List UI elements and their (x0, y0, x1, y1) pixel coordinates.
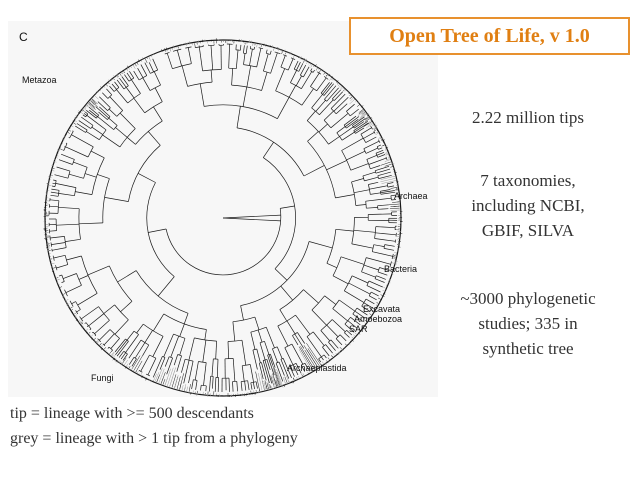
clade-label-archaea: Archaea (394, 191, 428, 201)
clade-label-metazoa: Metazoa (22, 75, 57, 85)
stat-taxonomies-line-2: including NCBI, (471, 196, 585, 215)
stat-tips: 2.22 million tips (423, 105, 633, 130)
legend-tip: tip = lineage with >= 500 descendants (10, 405, 254, 422)
clade-label-archaeplastida: Archaeplastida (287, 363, 347, 373)
clade-label-sar: SAR (349, 324, 368, 334)
clade-label-excavata: Excavata (363, 304, 401, 314)
slide-title: Open Tree of Life, v 1.0 (389, 24, 590, 47)
stat-studies-line-1: ~3000 phylogenetic (460, 289, 596, 308)
stat-taxonomies: 7 taxonomies, including NCBI, GBIF, SILV… (423, 168, 633, 243)
title-box: Open Tree of Life, v 1.0 (349, 17, 630, 55)
tree-svg (43, 38, 403, 397)
stat-tips-text: 2.22 million tips (472, 108, 584, 127)
panel-letter: C (19, 30, 28, 44)
stat-taxonomies-line-3: GBIF, SILVA (481, 221, 575, 240)
clade-label-amoebozoa: Amoebozoa (354, 314, 403, 324)
clade-label-fungi: Fungi (91, 373, 114, 383)
legend-grey: grey = lineage with > 1 tip from a phylo… (10, 430, 298, 447)
stat-studies: ~3000 phylogenetic studies; 335 in synth… (423, 286, 633, 361)
stat-studies-line-3: synthetic tree (482, 339, 574, 358)
stat-studies-line-2: studies; 335 in (478, 314, 578, 333)
stat-taxonomies-line-1: 7 taxonomies, (480, 171, 576, 190)
clade-label-bacteria: Bacteria (384, 264, 418, 274)
circular-tree-figure: C Metazoa Archaea Bacteria Excavata Amoe… (8, 21, 438, 397)
